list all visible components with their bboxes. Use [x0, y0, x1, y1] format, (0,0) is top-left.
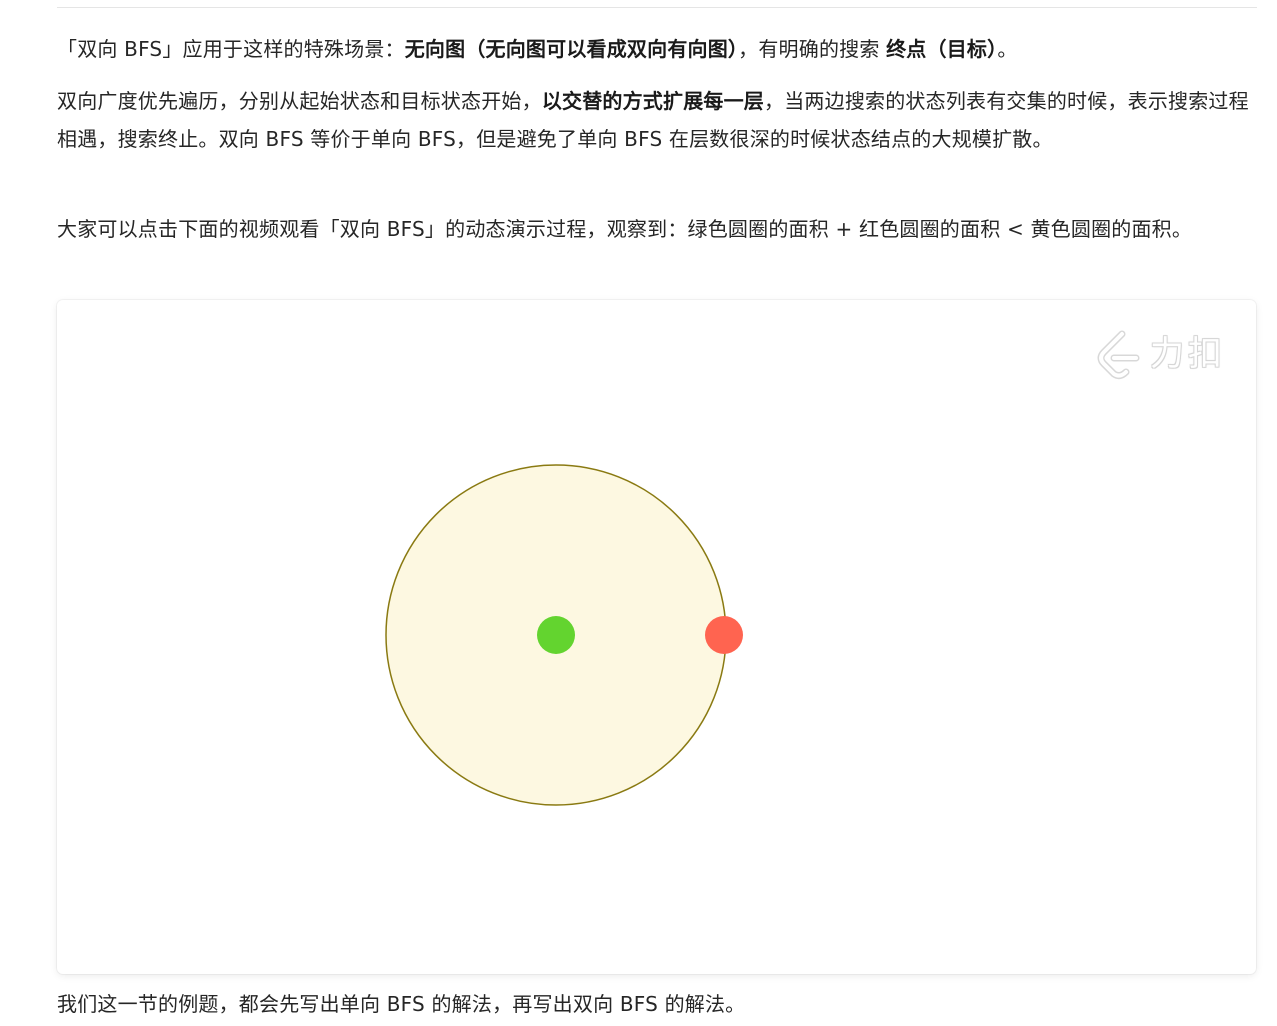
top-divider: [57, 0, 1257, 8]
p1-text-2: ，有明确的搜索: [738, 37, 887, 61]
p1-bold-target: 终点（目标）: [886, 37, 998, 61]
video-player[interactable]: 力扣: [57, 300, 1256, 974]
leetcode-watermark: 力扣: [1092, 328, 1242, 380]
red-circle: [705, 616, 743, 654]
paragraph-examples-note: 我们这一节的例题，都会先写出单向 BFS 的解法，再写出双向 BFS 的解法。: [57, 992, 746, 1016]
paragraph-explanation: 双向广度优先遍历，分别从起始状态和目标状态开始，以交替的方式扩展每一层，当两边搜…: [57, 82, 1262, 158]
p2-text-2: ，当两边搜索的状态列表有交集的时候，表示搜索过程相遇，搜索终止。双向 BFS 等…: [57, 89, 1249, 151]
leetcode-logo-icon: [1097, 330, 1140, 380]
green-circle: [537, 616, 575, 654]
watermark-text: 力扣: [1150, 334, 1226, 374]
animation-canvas: [385, 464, 743, 806]
p1-text-3: 。: [997, 37, 1018, 61]
p2-bold-alternate: 以交替的方式扩展每一层: [541, 89, 765, 113]
p1-text-1: 「双向 BFS」应用于这样的特殊场景：: [57, 37, 405, 61]
paragraph-intro: 「双向 BFS」应用于这样的特殊场景：无向图（无向图可以看成双向有向图），有明确…: [57, 30, 1262, 68]
p1-bold-undirected-graph: 无向图（无向图可以看成双向有向图）: [404, 37, 739, 61]
p2-text-1: 双向广度优先遍历，分别从起始状态和目标状态开始，: [57, 89, 542, 113]
paragraph-video-hint: 大家可以点击下面的视频观看「双向 BFS」的动态演示过程，观察到：绿色圆圈的面积…: [57, 217, 1193, 241]
